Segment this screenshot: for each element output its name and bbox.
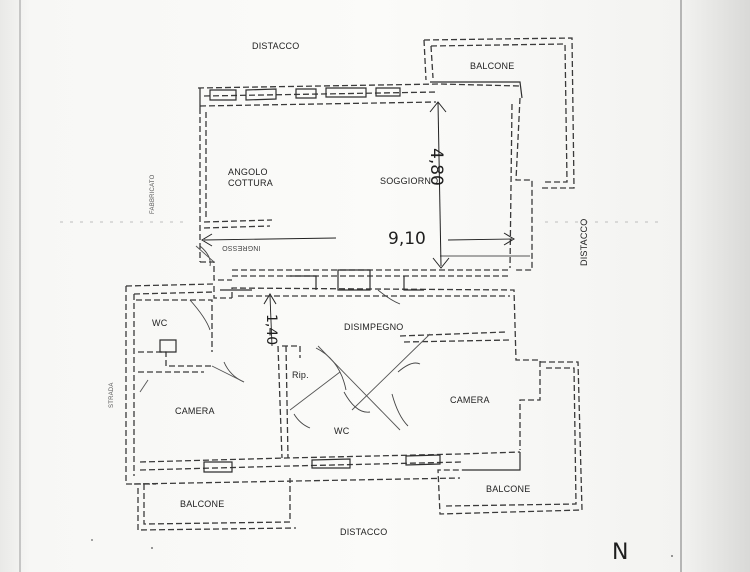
window-5 — [375, 87, 401, 97]
doors — [139, 289, 431, 431]
label-wc-left: WC — [152, 318, 168, 328]
label-distacco-right: DISTACCO — [579, 218, 589, 266]
dimension-lines — [201, 101, 515, 347]
window-3 — [295, 88, 317, 99]
window-2 — [245, 88, 277, 101]
label-ingresso: INGRESSO — [222, 244, 261, 251]
living-area-walls — [195, 83, 533, 281]
balcony-bottom-left — [137, 478, 297, 531]
label-disimpegno: DISIMPEGNO — [344, 322, 404, 332]
label-wc-center: WC — [334, 426, 350, 436]
dimension-width-soggiorno: 9,10 — [388, 229, 426, 249]
label-balcone-top: BALCONE — [470, 61, 515, 71]
label-distacco-bottom: DISTACCO — [340, 527, 388, 537]
dimension-height-soggiorno: 4,80 — [426, 148, 446, 186]
north-marker: N — [612, 540, 629, 565]
label-distacco-top: DISTACCO — [252, 41, 300, 51]
label-balcone-bottom-right: BALCONE — [486, 484, 531, 494]
window-1 — [209, 89, 237, 101]
label-strada: STRADA — [109, 382, 115, 408]
label-soggiorno: SOGGIORNO — [380, 176, 439, 186]
label-balcone-bottom-left: BALCONE — [180, 499, 225, 509]
label-fabbricato: FABBRICATO — [150, 174, 156, 214]
balcony-top — [423, 37, 575, 189]
balcony-bottom-right — [437, 361, 583, 515]
sleeping-area-walls — [125, 269, 541, 485]
dimension-disimpegno: 1,40 — [263, 314, 279, 346]
label-camera-right: CAMERA — [450, 395, 490, 405]
window-4 — [325, 87, 367, 98]
label-camera-left: CAMERA — [175, 406, 215, 416]
label-rip: Rip. — [292, 370, 309, 380]
label-angolo-cottura: ANGOLO COTTURA — [228, 167, 273, 188]
